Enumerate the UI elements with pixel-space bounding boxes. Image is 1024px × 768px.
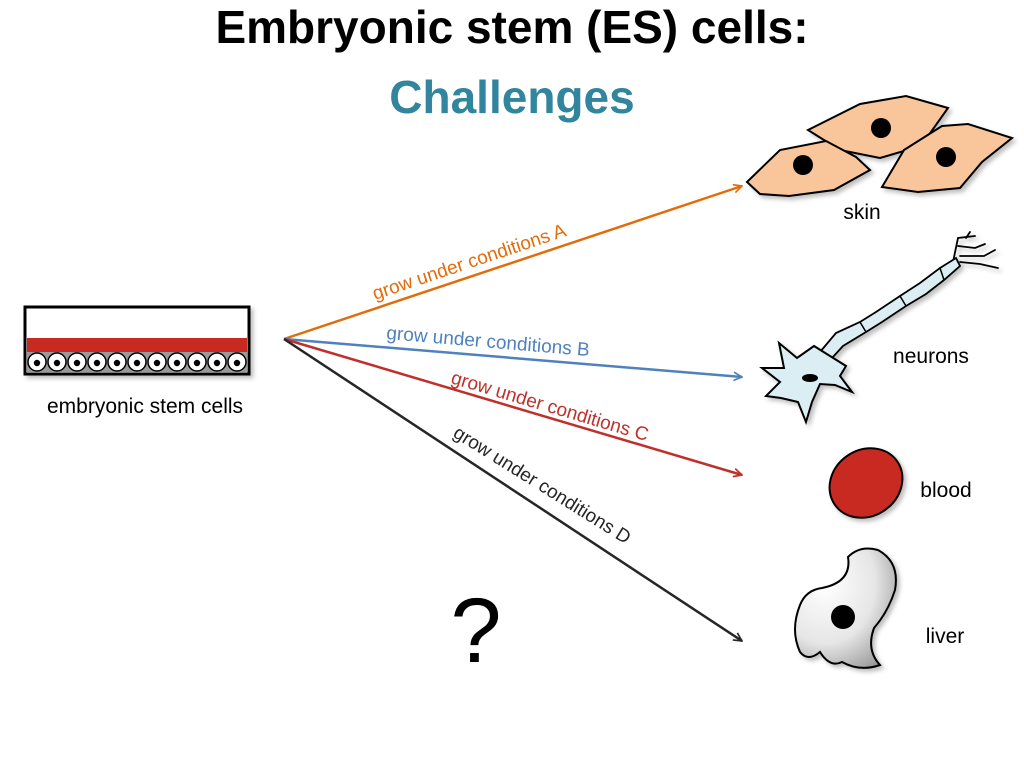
es-cell-nucleus bbox=[133, 359, 141, 367]
question-mark: ? bbox=[450, 580, 501, 682]
es-cell-nucleus bbox=[193, 359, 201, 367]
source-label: embryonic stem cells bbox=[47, 395, 243, 418]
target-label-skin: skin bbox=[843, 201, 880, 224]
es-cell-nucleus bbox=[213, 359, 221, 367]
arrow-condition-d bbox=[283, 337, 742, 643]
condition-label-d: grow under conditions D bbox=[449, 422, 634, 548]
es-cell-nucleus bbox=[73, 359, 81, 367]
arrow-condition-c bbox=[283, 337, 742, 475]
slide-title: Embryonic stem (ES) cells: bbox=[215, 1, 809, 53]
es-cell-nucleus bbox=[53, 359, 61, 367]
arrow-condition-a bbox=[283, 186, 742, 341]
target-label-blood: blood bbox=[920, 479, 971, 502]
es-cell-nucleus bbox=[173, 359, 181, 367]
es-cell-nucleus bbox=[153, 359, 161, 367]
es-cell-nucleus bbox=[33, 359, 41, 367]
culture-dish-icon bbox=[23, 305, 251, 376]
arrow-condition-b bbox=[283, 337, 742, 377]
skin-cells-icon bbox=[745, 94, 1015, 198]
es-cell-nucleus bbox=[233, 359, 241, 367]
es-cell-nucleus bbox=[93, 359, 101, 367]
condition-label-a: grow under conditions A bbox=[370, 220, 569, 304]
es-cell-nucleus bbox=[113, 359, 121, 367]
liver-cell-icon bbox=[794, 547, 897, 669]
blood-cell-icon bbox=[828, 447, 904, 519]
neuron-icon bbox=[759, 231, 999, 426]
slide-subtitle: Challenges bbox=[389, 71, 635, 123]
target-label-liver: liver bbox=[926, 625, 965, 648]
target-label-neurons: neurons bbox=[893, 345, 969, 368]
